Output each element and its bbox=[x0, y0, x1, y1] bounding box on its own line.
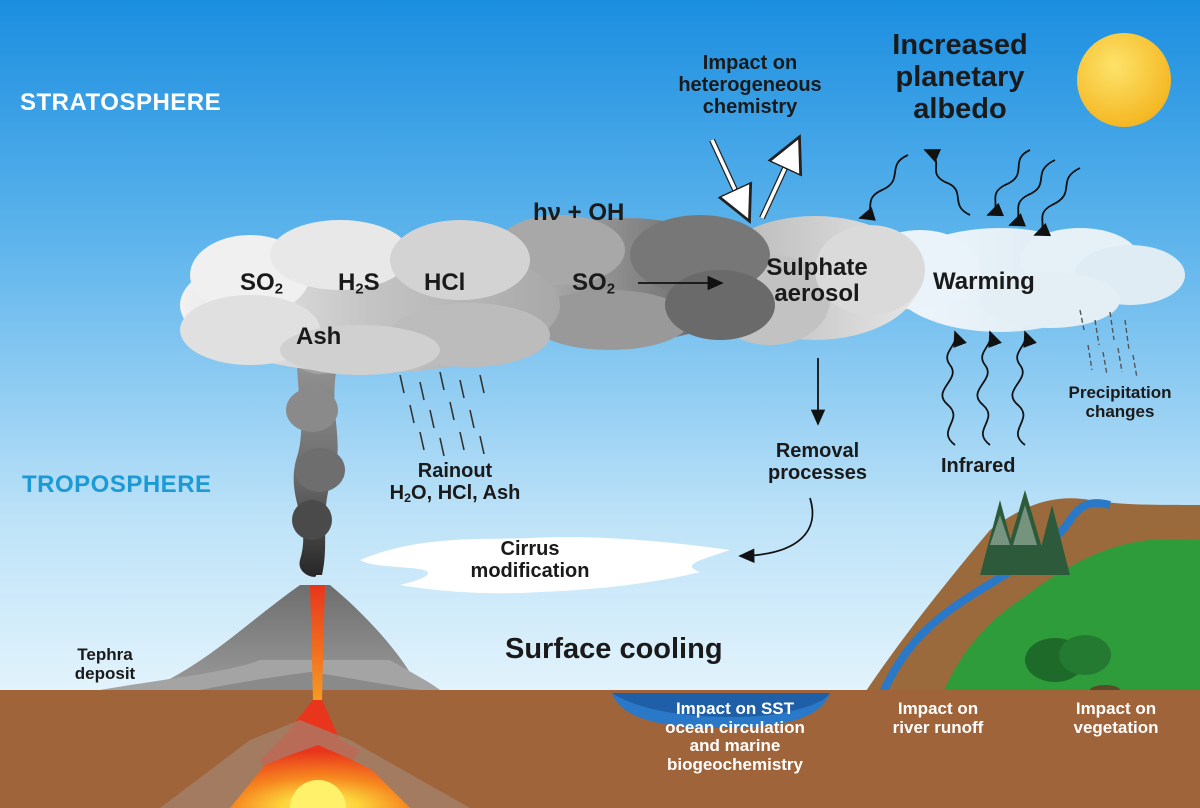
volcano bbox=[100, 585, 440, 690]
precipitation-streaks bbox=[1079, 309, 1138, 379]
infrared-arrows bbox=[941, 330, 1037, 446]
surface-cooling-label: Surface cooling bbox=[505, 633, 723, 665]
hcl-species-label: HCl bbox=[424, 269, 466, 296]
infrared-label: Infrared bbox=[941, 455, 1016, 477]
rainout-streaks bbox=[399, 371, 485, 457]
h2s-species-label: H2S bbox=[338, 269, 380, 298]
eruption-cloud bbox=[180, 220, 560, 375]
warming-cloud bbox=[860, 228, 1185, 332]
forested-hill bbox=[860, 490, 1200, 702]
heterogeneous-chemistry-arrows bbox=[709, 140, 798, 218]
cirrus-cloud bbox=[360, 537, 730, 594]
sun-icon bbox=[1077, 33, 1171, 127]
stratosphere-label: STRATOSPHERE bbox=[20, 89, 222, 116]
warming-label: Warming bbox=[933, 268, 1035, 295]
magma-chamber bbox=[230, 745, 410, 808]
photolysis-oh-label: hν + OH bbox=[533, 199, 625, 226]
ash-label: Ash bbox=[296, 323, 342, 350]
cirrus-arrow bbox=[738, 497, 814, 563]
troposphere-label: TROPOSPHERE bbox=[22, 471, 212, 498]
solar-radiation-arrows bbox=[858, 149, 1081, 237]
so2-cloud bbox=[495, 215, 775, 350]
so2-oxidation-label: SO2 bbox=[572, 269, 615, 298]
so2-species-label: SO2 bbox=[240, 269, 283, 298]
volcanic-conduit bbox=[310, 585, 325, 700]
ground bbox=[0, 690, 1200, 808]
